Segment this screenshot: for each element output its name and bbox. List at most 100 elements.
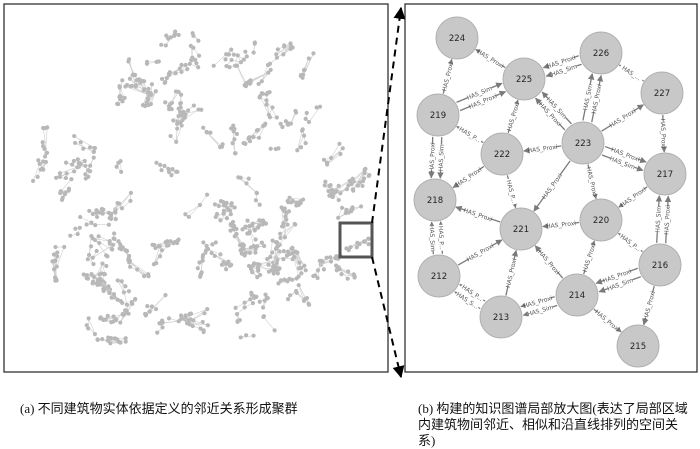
node-label: 214 <box>569 291 585 301</box>
building-point <box>38 162 42 166</box>
node-220[interactable]: 220 <box>580 199 622 241</box>
building-point <box>36 158 40 162</box>
node-221[interactable]: 221 <box>500 208 542 250</box>
building-point <box>297 266 301 270</box>
building-point <box>174 170 178 174</box>
building-point <box>295 202 299 206</box>
node-223[interactable]: 223 <box>562 122 604 164</box>
building-point <box>337 198 341 202</box>
node-224[interactable]: 224 <box>436 17 478 59</box>
building-point <box>220 263 224 267</box>
building-point <box>264 222 268 226</box>
building-point <box>120 206 124 210</box>
building-point <box>123 84 127 88</box>
building-point <box>165 76 169 80</box>
building-point <box>117 202 121 206</box>
building-point <box>179 317 183 321</box>
building-point <box>97 241 101 245</box>
node-227[interactable]: 227 <box>641 72 683 114</box>
node-222[interactable]: 222 <box>481 133 523 175</box>
building-point <box>150 82 154 86</box>
building-point <box>229 58 233 62</box>
building-point <box>76 157 80 161</box>
building-point <box>179 70 183 74</box>
building-point <box>253 40 257 44</box>
building-point <box>303 297 307 301</box>
building-point <box>163 80 167 84</box>
building-point <box>230 201 234 205</box>
building-point <box>264 103 268 107</box>
node-212[interactable]: 212 <box>418 255 460 297</box>
node-218[interactable]: 218 <box>414 179 456 221</box>
node-216[interactable]: 216 <box>639 244 681 286</box>
building-point <box>91 262 95 266</box>
building-point <box>150 304 154 308</box>
building-point <box>119 170 123 174</box>
node-label: 213 <box>493 313 509 323</box>
building-point <box>291 199 295 203</box>
building-point <box>72 169 76 173</box>
building-point <box>177 107 181 111</box>
building-point <box>323 180 327 184</box>
building-point <box>302 134 306 138</box>
building-point <box>160 325 164 329</box>
building-point <box>160 77 164 81</box>
building-point <box>344 246 348 250</box>
building-point <box>187 215 191 219</box>
building-point <box>104 318 108 322</box>
building-point <box>362 176 366 180</box>
building-point <box>174 140 178 144</box>
building-point <box>175 239 179 243</box>
building-point <box>146 272 150 276</box>
building-point <box>85 323 89 327</box>
building-point <box>91 281 95 285</box>
building-point <box>330 188 334 192</box>
building-point <box>228 264 232 268</box>
node-214[interactable]: 214 <box>556 274 598 316</box>
node-226[interactable]: 226 <box>580 32 622 74</box>
building-point <box>192 103 196 107</box>
building-point <box>125 302 129 306</box>
building-point <box>75 165 79 169</box>
node-213[interactable]: 213 <box>480 296 522 338</box>
building-point <box>185 67 189 71</box>
node-label: 215 <box>630 342 646 352</box>
building-point <box>54 176 58 180</box>
building-point <box>223 57 227 61</box>
node-219[interactable]: 219 <box>417 94 459 136</box>
building-point <box>251 135 255 139</box>
building-point <box>244 251 248 255</box>
building-point <box>183 116 187 120</box>
building-point <box>232 137 236 141</box>
building-point <box>337 184 341 188</box>
building-point <box>53 279 57 283</box>
building-point <box>100 261 104 265</box>
building-point <box>176 114 180 118</box>
building-point <box>245 54 249 58</box>
building-point <box>144 313 148 317</box>
building-point <box>286 297 290 301</box>
building-point <box>55 254 59 258</box>
building-point <box>250 224 254 228</box>
building-point <box>286 250 290 254</box>
building-point <box>258 300 262 304</box>
building-point <box>55 264 59 268</box>
node-225[interactable]: 225 <box>503 58 545 100</box>
node-215[interactable]: 215 <box>617 325 659 367</box>
building-point <box>205 307 209 311</box>
building-point <box>250 270 254 274</box>
building-point <box>73 141 77 145</box>
building-point <box>302 264 306 268</box>
building-point <box>231 141 235 145</box>
building-point <box>43 126 47 130</box>
building-point <box>228 229 232 233</box>
building-point <box>40 167 44 171</box>
building-point <box>236 53 240 57</box>
building-point <box>107 291 111 295</box>
building-point <box>271 265 275 269</box>
building-point <box>251 301 255 305</box>
building-point <box>118 246 122 250</box>
building-point <box>146 98 150 102</box>
building-point <box>270 238 274 242</box>
node-217[interactable]: 217 <box>644 153 686 195</box>
